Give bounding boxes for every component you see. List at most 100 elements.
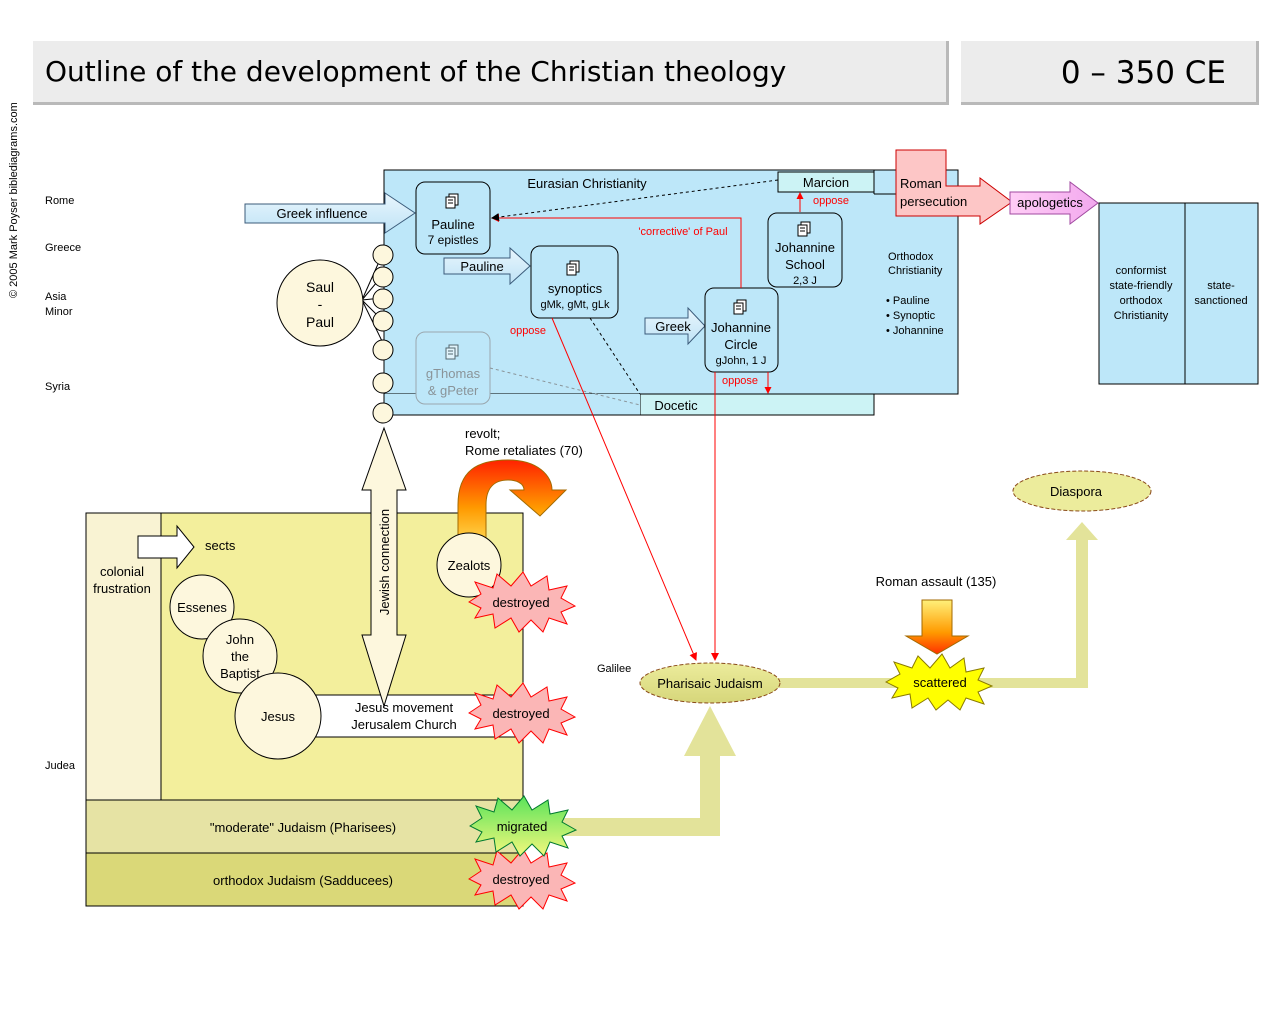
jewish-connection-label: Jewish connection — [377, 509, 392, 615]
marcion-box — [777, 171, 875, 193]
saul-label: Saul — [306, 279, 334, 295]
diaspora-label: Diaspora — [1050, 484, 1103, 499]
gthomas-label-2: & gPeter — [428, 383, 479, 398]
region-labels: Rome Greece Asia Minor Syria Judea Galil… — [45, 195, 631, 772]
john-baptist: Baptist — [220, 666, 260, 681]
destroyed-label: destroyed — [492, 595, 549, 610]
paul-label: Paul — [306, 314, 334, 330]
state-sanctioned-label-1: state- — [1207, 280, 1235, 292]
saul-dash: - — [318, 296, 323, 312]
copyright: © 2005 Mark Poyser biblediagrams.com — [8, 102, 20, 298]
jesus-movement-label-1: Jesus movement — [355, 700, 454, 715]
john-the: the — [231, 649, 249, 664]
pauline-arrow-label: Pauline — [460, 259, 503, 274]
johannine-circle-label-2: Circle — [724, 337, 757, 352]
region-asia: Asia — [45, 291, 67, 303]
oppose-synoptics-label: oppose — [510, 325, 546, 337]
pauline-arrow — [443, 246, 531, 286]
revolt-label-1: revolt; — [465, 426, 500, 441]
johannine-school-label-2: School — [785, 257, 825, 272]
greek-influence-label: Greek influence — [276, 206, 367, 221]
destroyed-burst-sadducees: destroyed — [468, 848, 577, 910]
page-title: Outline of the development of the Christ… — [45, 55, 787, 88]
synoptics-sublabel: gMk, gMt, gLk — [540, 299, 610, 311]
moderate-label: "moderate" Judaism (Pharisees) — [210, 820, 396, 835]
migrated-label: migrated — [497, 819, 548, 834]
apologetics-label: apologetics — [1017, 195, 1083, 210]
zealots-circle — [436, 532, 502, 598]
conformist-panel — [1098, 202, 1186, 385]
orthodox-item-synoptic: • Synoptic — [886, 310, 936, 322]
jewish-connection-arrow — [361, 426, 407, 708]
moderate-judaism-panel — [85, 799, 524, 854]
orthodox-item-johannine: • Johannine — [886, 325, 944, 337]
oppose-synoptics-line — [551, 317, 697, 661]
corrective-line — [491, 214, 742, 288]
marcion-label: Marcion — [803, 175, 849, 190]
oppose-docetic-label: oppose — [722, 375, 758, 387]
orthodox-item-pauline: • Pauline — [886, 295, 930, 307]
region-minor: Minor — [45, 306, 73, 318]
jesus-movement-label-2: Jerusalem Church — [351, 717, 457, 732]
region-chain — [372, 244, 394, 424]
roman-assault-arrow — [904, 599, 970, 655]
orthodox-judaism-panel — [85, 852, 524, 907]
destroyed-label: destroyed — [492, 872, 549, 887]
pharisaic-judaism-ellipse — [639, 662, 781, 704]
pharisaic-judaism-label: Pharisaic Judaism — [657, 676, 763, 691]
orthodox-christianity: Orthodox Christianity • Pauline • Synopt… — [886, 251, 944, 337]
document-icon — [445, 344, 459, 360]
sects-arrow — [137, 524, 195, 570]
destroyed-burst-jesus-movement: destroyed — [468, 682, 577, 744]
revolt-arrow — [457, 459, 568, 541]
scattered-label: scattered — [913, 675, 966, 690]
roman-assault-label: Roman assault (135) — [876, 574, 997, 589]
colonial-label-1: colonial — [100, 564, 144, 579]
date-range: 0 – 350 CE — [1060, 55, 1226, 91]
region-greece: Greece — [45, 242, 81, 254]
roman-persecution-label-1: Roman — [900, 176, 942, 191]
document-icon — [566, 260, 580, 276]
john-label: John — [226, 632, 254, 647]
docetic-label: Docetic — [654, 398, 698, 413]
greek-influence-arrow — [244, 192, 416, 234]
gthomas-label: gThomas — [426, 366, 481, 381]
colonial-label-2: frustration — [93, 581, 151, 596]
eurasian-title: Eurasian Christianity — [527, 176, 647, 191]
greek-arrow-label: Greek — [655, 319, 691, 334]
destroyed-label: destroyed — [492, 706, 549, 721]
roman-persecution-arrow — [895, 149, 1013, 225]
revolt-label-2: Rome retaliates (70) — [465, 443, 583, 458]
john-baptist-circle — [202, 618, 278, 694]
title-panel: Outline of the development of the Christ… — [33, 41, 949, 105]
destroyed-burst-zealots: destroyed — [468, 571, 577, 633]
region-syria: Syria — [45, 381, 71, 393]
apologetics-arrow — [1009, 181, 1099, 225]
conformist-label-3: orthodox — [1120, 295, 1163, 307]
johannine-school-label: Johannine — [775, 240, 835, 255]
orthodox-judaism-label: orthodox Judaism (Sadducees) — [213, 873, 393, 888]
conformist-label-4: Christianity — [1114, 310, 1169, 322]
orthodox-label-2: Christianity — [888, 265, 943, 277]
state-sanctioned-label-2: sanctioned — [1194, 295, 1247, 307]
date-range-panel: 0 – 350 CE — [961, 41, 1259, 105]
region-rome: Rome — [45, 195, 74, 207]
essenes-circle — [169, 574, 235, 640]
zealots-label: Zealots — [448, 558, 491, 573]
johannine-school-box — [767, 212, 843, 288]
johannine-circle-sublabel: gJohn, 1 J — [716, 355, 767, 367]
scattered-burst: scattered — [884, 653, 994, 711]
jesus-label: Jesus — [261, 709, 295, 724]
migrated-path-arrow — [560, 706, 736, 836]
conformist-label-2: state-friendly — [1110, 280, 1173, 292]
document-icon — [733, 299, 747, 315]
document-icon — [797, 221, 811, 237]
gthomas-docetic-dashed — [489, 367, 641, 406]
pauline-epistles-box — [415, 181, 491, 255]
conformist-label-1: conformist — [1116, 265, 1167, 277]
document-icon — [445, 193, 459, 209]
essenes-label: Essenes — [177, 600, 227, 615]
synoptics-label: synoptics — [548, 281, 603, 296]
jesus-circle — [234, 672, 322, 760]
